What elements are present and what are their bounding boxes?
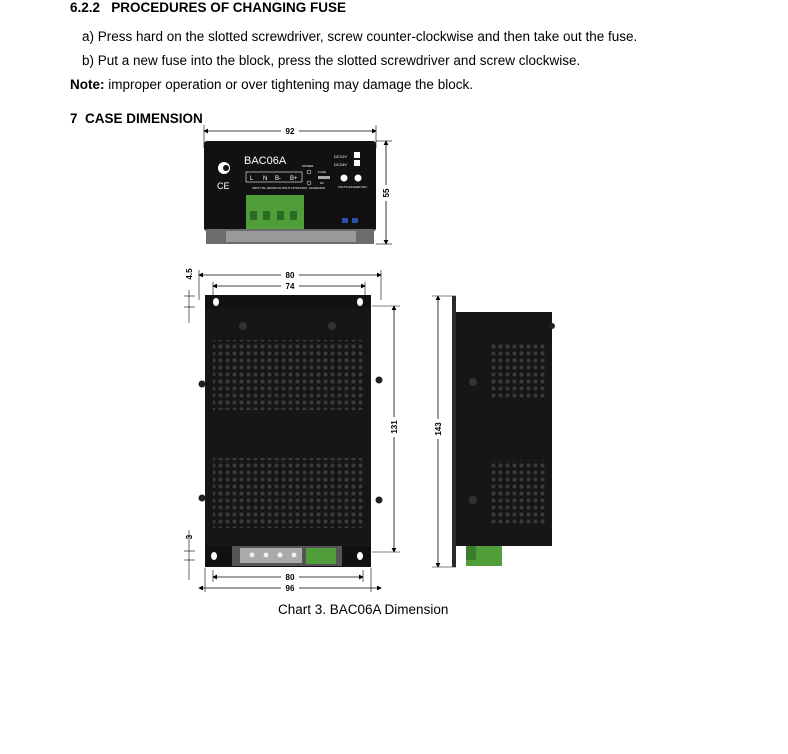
dim-front-inner: 74 (286, 282, 295, 291)
output-label: OUTPUT 13.5/27VDC (278, 186, 308, 190)
amp-adj-label: AMP ADJ. (354, 185, 368, 189)
voltage-switch-icon (354, 152, 360, 158)
note-text: improper operation or over tightening ma… (104, 77, 473, 92)
device-model: BAC06A (244, 155, 287, 167)
dim-side-height: 143 (434, 422, 443, 436)
chapter-heading: 7 CASE DIMENSION (70, 111, 203, 126)
input-label: INPUT 90~260VAC (252, 186, 279, 190)
fuse-holder-icon (318, 176, 330, 179)
terminal-b-minus: B- (275, 176, 281, 182)
dim-tab-bottom: 3 (185, 534, 194, 539)
dim-bottom-inner: 80 (286, 573, 295, 582)
dim-bottom-outer: 96 (286, 584, 295, 593)
section-heading: 6.2.2 PROCEDURES OF CHANGING FUSE (70, 0, 346, 15)
dim-front-outer: 80 (286, 271, 295, 280)
terminal-n: N (263, 176, 267, 182)
ce-mark-icon: CE (217, 181, 230, 191)
side-view: 143 (432, 295, 555, 568)
chapter-title: CASE DIMENSION (85, 111, 203, 126)
volts-adj-icon (340, 174, 348, 182)
charging-label: CHARGING (309, 186, 326, 190)
front-view: 80 74 4.5 131 (184, 268, 400, 593)
fuse-text: FUSE (318, 170, 326, 174)
step-b: b) Put a new fuse into the block, press … (82, 53, 581, 68)
note: Note: improper operation or over tighten… (70, 77, 473, 92)
section-title: PROCEDURES OF CHANGING FUSE (111, 0, 347, 15)
terminal-b-plus: B+ (290, 176, 298, 182)
top-view: 92 55 CE BAC06A POWER L N B- B+ INPUT 90… (203, 125, 392, 245)
charging-led-icon (306, 180, 312, 186)
amp-adj-icon (354, 174, 362, 182)
switch-dc24-label: DC24V (334, 162, 347, 167)
dim-top-height: 55 (382, 188, 391, 197)
volts-adj-label: VOLTS ADJ. (338, 185, 355, 189)
note-label: Note: (70, 77, 105, 92)
dim-tab-top: 4.5 (185, 268, 194, 280)
dim-top-width: 92 (286, 127, 295, 136)
section-number: 6.2.2 (70, 0, 101, 15)
chapter-number: 7 (70, 111, 78, 126)
fuse-rating: 6A (320, 181, 324, 185)
dim-front-height: 131 (390, 420, 399, 434)
terminal-l: L (250, 176, 254, 182)
power-label: POWER (302, 164, 314, 168)
power-led-icon (306, 169, 312, 175)
figure-caption: Chart 3. BAC06A Dimension (278, 602, 449, 617)
step-a: a) Press hard on the slotted screwdriver… (82, 29, 638, 44)
switch-dc12-label: DC12V (334, 154, 347, 159)
